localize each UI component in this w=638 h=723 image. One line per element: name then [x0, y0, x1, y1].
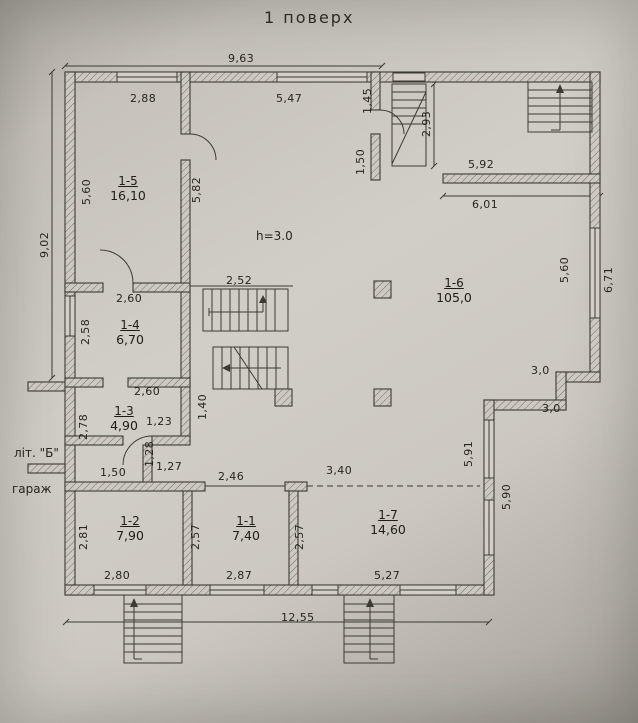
room-label-1-5: 1-5 16,10 — [96, 174, 160, 203]
room-label-1-6: 1-6 105,0 — [416, 276, 492, 305]
dim-label: 2,87 — [226, 569, 253, 582]
room-number: 1-4 — [120, 318, 140, 332]
dim-label: 3,0 — [531, 364, 550, 377]
room-label-1-7: 1-7 14,60 — [350, 508, 426, 537]
dim-label: 1,27 — [156, 460, 183, 473]
dim-label: 1,45 — [361, 87, 374, 114]
dim-label: 5,60 — [80, 178, 93, 205]
dim-label: 2,80 — [104, 569, 131, 582]
room-area: 4,90 — [110, 418, 138, 433]
porch-left-stairs — [123, 594, 183, 664]
dim-label: 2,93 — [420, 110, 433, 137]
dim-label: 5,47 — [276, 92, 303, 105]
page-title: 1 поверх — [264, 8, 355, 27]
dim-label: 2,58 — [79, 318, 92, 345]
dim-label: 6,71 — [602, 266, 615, 293]
room-number: 1-7 — [378, 508, 398, 522]
dim-label: 5,90 — [500, 483, 513, 510]
dim-label: 5,27 — [374, 569, 401, 582]
room-label-1-2: 1-2 7,90 — [98, 514, 162, 543]
dim-label: 5,82 — [190, 176, 203, 203]
room-area: 7,40 — [232, 528, 260, 543]
dim-label: 1,50 — [354, 148, 367, 175]
dim-label: 5,91 — [462, 440, 475, 467]
dim-label: 2,78 — [77, 413, 90, 440]
dim-label: 2,52 — [226, 274, 253, 287]
dim-label: 2,46 — [218, 470, 245, 483]
dim-label: 1,28 — [143, 440, 156, 467]
room-number: 1-1 — [236, 514, 256, 528]
room-area: 14,60 — [370, 522, 406, 537]
dim-label: 2,57 — [189, 523, 202, 550]
dim-label: 5,60 — [558, 256, 571, 283]
porch-right-stairs — [343, 594, 395, 664]
dim-label: 5,92 — [468, 158, 495, 171]
room-number: 1-6 — [444, 276, 464, 290]
room-area: 105,0 — [436, 290, 472, 305]
room-label-1-4: 1-4 6,70 — [98, 318, 162, 347]
garage-wall-stubs — [27, 381, 66, 474]
room-area: 6,70 — [116, 332, 144, 347]
ceiling-height-note: h=3.0 — [256, 229, 293, 243]
dim-label: 1,23 — [146, 415, 173, 428]
room-label-1-1: 1-1 7,40 — [214, 514, 278, 543]
dim-label: 2,81 — [77, 523, 90, 550]
adjacent-building-name: гараж — [12, 482, 52, 496]
room-number: 1-5 — [118, 174, 138, 188]
columns — [274, 280, 392, 407]
room-number: 1-3 — [114, 404, 134, 418]
dim-label: 2,60 — [134, 385, 161, 398]
room-label-1-3: 1-3 4,90 — [92, 404, 156, 433]
dim-label: 3,40 — [326, 464, 353, 477]
dim-label: 6,01 — [472, 198, 499, 211]
dim-label: 12,55 — [281, 611, 315, 624]
dim-label: 9,02 — [38, 231, 51, 258]
adjacent-building-label: літ. "Б" — [14, 446, 59, 460]
room-number: 1-2 — [120, 514, 140, 528]
dim-label: 3,0 — [542, 402, 561, 415]
stairs-entry — [391, 83, 427, 167]
stairs-main — [190, 285, 293, 390]
dim-label: 1,50 — [100, 466, 127, 479]
dim-label: 2,60 — [116, 292, 143, 305]
room-area: 16,10 — [110, 188, 146, 203]
dim-label: 1,40 — [196, 393, 209, 420]
dim-label: 9,63 — [228, 52, 255, 65]
dim-label: 2,57 — [293, 523, 306, 550]
windows — [64, 71, 601, 596]
dim-label: 2,88 — [130, 92, 157, 105]
door-arcs — [99, 109, 405, 466]
openings — [204, 482, 480, 491]
stairs-top-right — [527, 81, 593, 133]
room-area: 7,90 — [116, 528, 144, 543]
